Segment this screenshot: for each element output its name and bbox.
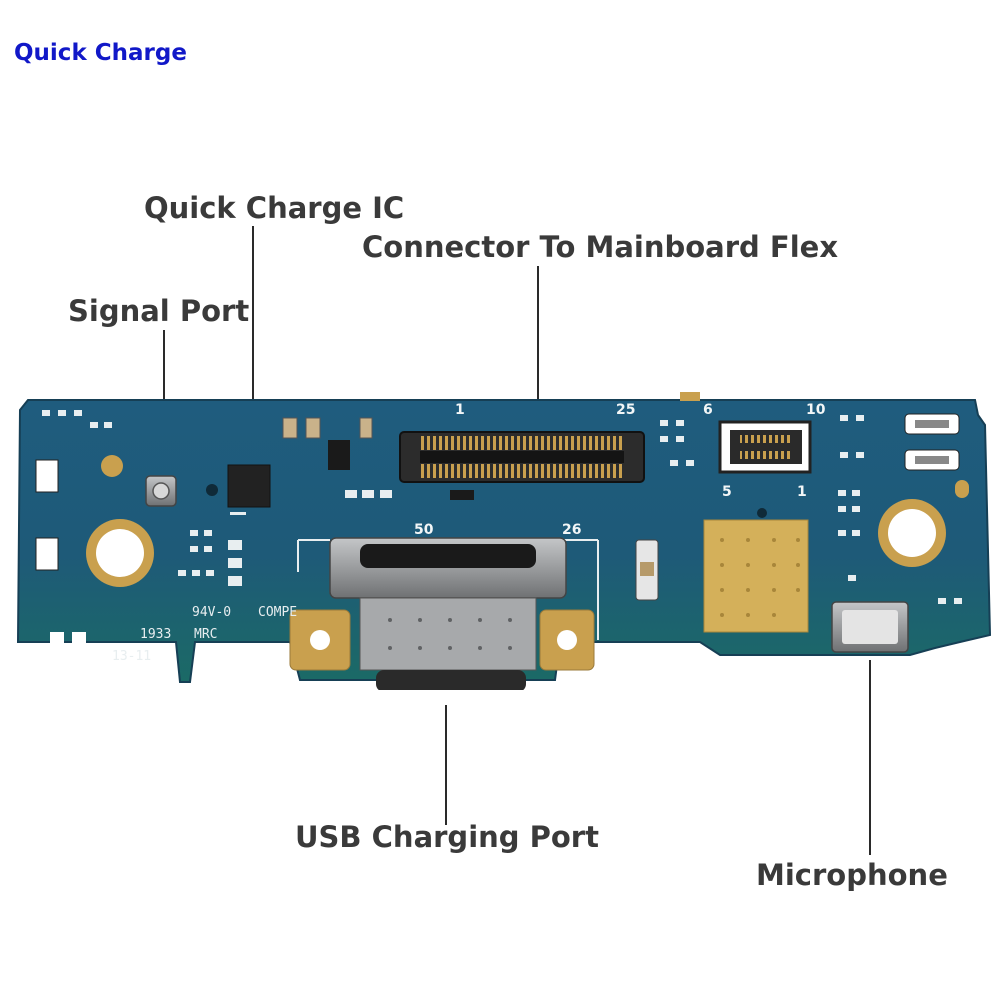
signal-port-label: Signal Port (68, 294, 250, 328)
connector-label: Connector To Mainboard Flex (362, 230, 839, 264)
quick-charge-ic-leader (252, 226, 254, 466)
via-right (757, 508, 767, 518)
silk-code-mrc: MRC (194, 627, 217, 642)
silk-pin-6: 6 (703, 402, 713, 418)
via-left (101, 455, 123, 477)
silk-code-94v0: 94V-0 (192, 605, 231, 620)
mounting-hole-left (86, 519, 154, 587)
usb-type-c-port (289, 537, 595, 690)
page-title: Quick Charge (14, 40, 187, 66)
silk-pin-26: 26 (562, 522, 581, 538)
silk-pin-10: 10 (806, 402, 826, 418)
microphone (831, 601, 909, 653)
connector-leader (537, 266, 539, 426)
microphone-leader (869, 660, 871, 855)
charging-board-illustration: 1 25 6 10 5 1 50 26 94V-0 COMPE 1933 MRC… (16, 392, 992, 690)
mainboard-connector (399, 431, 645, 483)
via-mid (206, 484, 218, 496)
gold-shield-pad (703, 519, 809, 633)
usb-mount-tab-right (539, 609, 595, 671)
silk-pin-5: 5 (722, 484, 732, 500)
signal-port (145, 475, 177, 507)
silk-pin-1b: 1 (797, 484, 807, 500)
usb-port-leader (445, 705, 447, 825)
secondary-connector (718, 420, 812, 474)
silk-pin-1: 1 (455, 402, 465, 418)
silk-code-compe: COMPE (258, 605, 297, 620)
microphone-label: Microphone (756, 858, 948, 892)
quick-charge-ic (227, 464, 271, 508)
silk-code-1933: 1933 (140, 627, 171, 642)
usb-charging-port-label: USB Charging Port (295, 820, 599, 854)
mounting-hole-right (878, 499, 946, 567)
silk-pin-25: 25 (616, 402, 635, 418)
usb-mount-tab-left (289, 609, 351, 671)
quick-charge-ic-label: Quick Charge IC (144, 191, 405, 225)
silk-code-date: 13-11 (112, 649, 151, 664)
silk-pin-50: 50 (414, 522, 434, 538)
